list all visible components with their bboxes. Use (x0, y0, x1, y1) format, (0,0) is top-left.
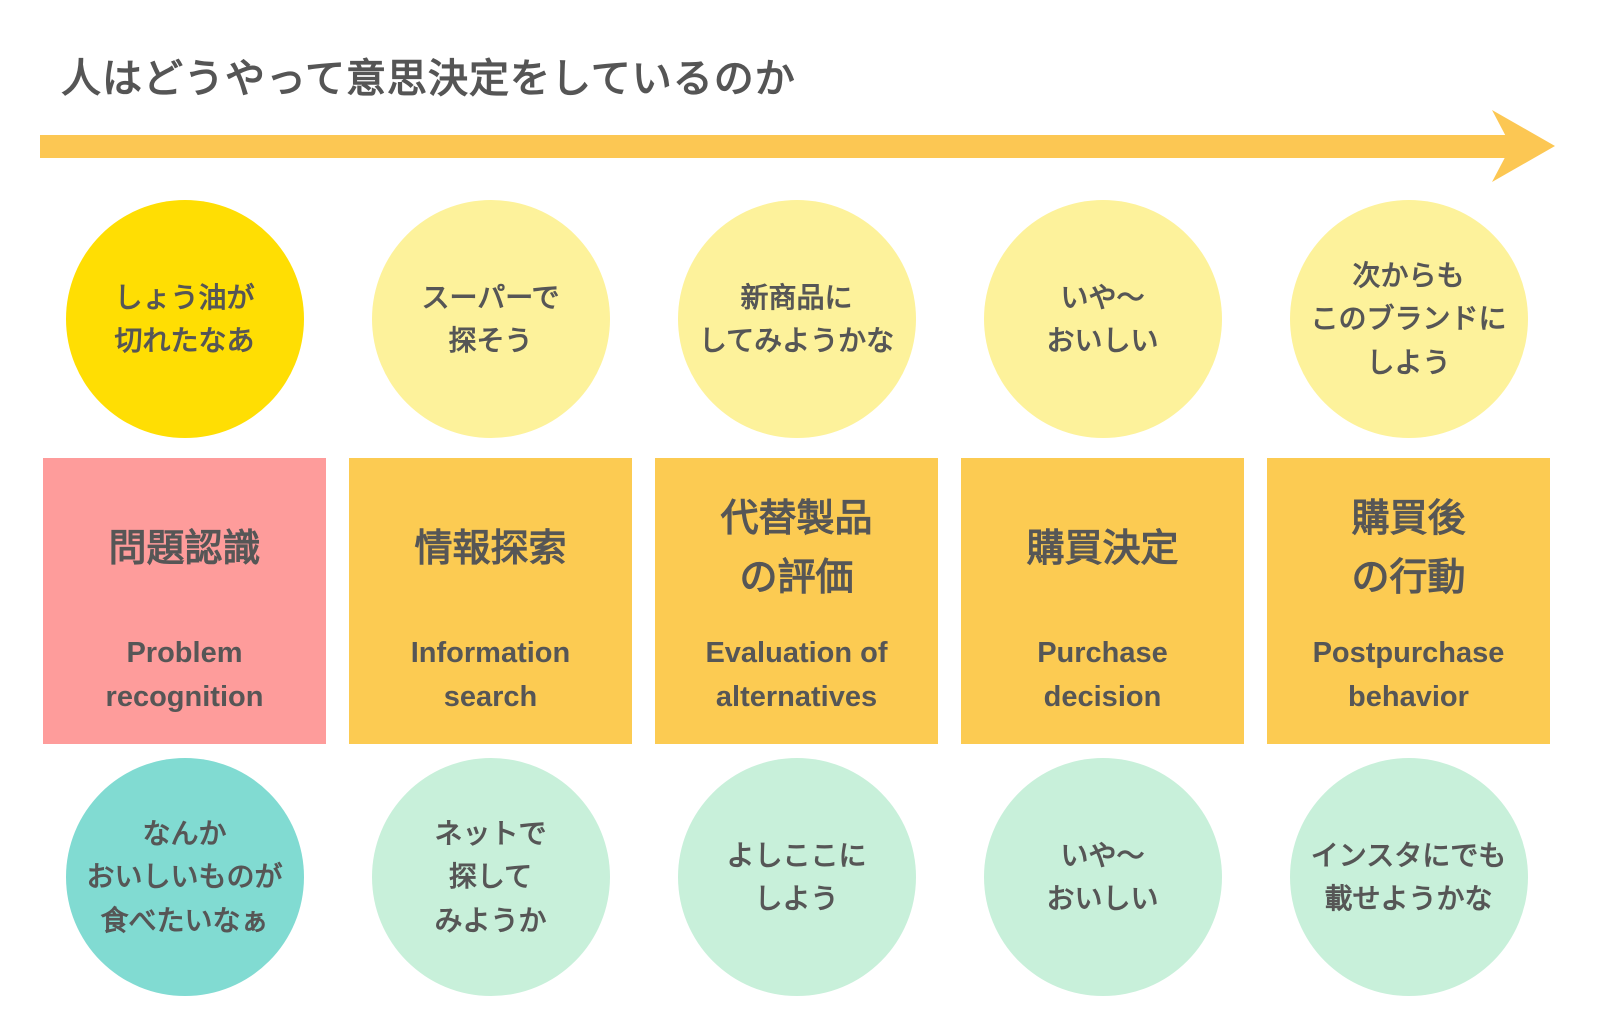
thought-bubble-top-5: 次からも このブランドに しよう (1289, 200, 1528, 438)
stage-label-ja: 購買決定 (1026, 527, 1179, 570)
thought-bubble-bottom-1: なんか おいしいものが 食べたいなぁ (65, 758, 304, 996)
stage-label-en: Evaluation of alternatives (705, 637, 888, 713)
thought-bubble-bottom-3: よしここに しよう (677, 758, 916, 996)
top-bubble-row: しょう油が 切れたなあ スーパーで 探そう 新商品に してみようかな いや〜 お… (43, 200, 1550, 438)
stage-information-search: 情報探索 Information search (349, 458, 632, 744)
stage-purchase-decision: 購買決定 Purchase decision (961, 458, 1244, 744)
stage-postpurchase-behavior: 購買後 の行動 Postpurchase behavior (1267, 458, 1550, 744)
timeline-arrow (40, 105, 1560, 185)
stage-problem-recognition: 問題認識 Problem recognition (43, 458, 326, 744)
thought-bubble-bottom-5: インスタにでも 載せようかな (1289, 758, 1528, 996)
stage-label-en: Purchase decision (1037, 637, 1168, 713)
thought-bubble-top-3: 新商品に してみようかな (677, 200, 916, 438)
thought-bubble-top-2: スーパーで 探そう (371, 200, 610, 438)
stage-label-ja: 問題認識 (108, 527, 261, 570)
stage-label-ja: 購買後 の行動 (1351, 498, 1466, 599)
stage-label-ja: 代替製品 の評価 (720, 498, 873, 599)
stage-label-ja: 情報探索 (414, 527, 567, 570)
stage-label-en: Postpurchase behavior (1312, 637, 1505, 713)
thought-bubble-top-1: しょう油が 切れたなあ (65, 200, 304, 438)
page-title: 人はどうやって意思決定をしているのか (61, 57, 796, 101)
stage-row: 問題認識 Problem recognition 情報探索 Informatio… (43, 458, 1550, 744)
thought-bubble-bottom-4: いや〜 おいしい (983, 758, 1222, 996)
stage-label-en: Information search (410, 637, 571, 713)
thought-bubble-top-4: いや〜 おいしい (983, 200, 1222, 438)
stage-label-en: Problem recognition (105, 637, 264, 713)
thought-bubble-bottom-2: ネットで 探して みようか (371, 758, 610, 996)
right-arrow-icon (40, 110, 1555, 182)
bottom-bubble-row: なんか おいしいものが 食べたいなぁ ネットで 探して みようか よしここに し… (43, 758, 1550, 997)
stage-evaluation-of-alternatives: 代替製品 の評価 Evaluation of alternatives (655, 458, 938, 744)
